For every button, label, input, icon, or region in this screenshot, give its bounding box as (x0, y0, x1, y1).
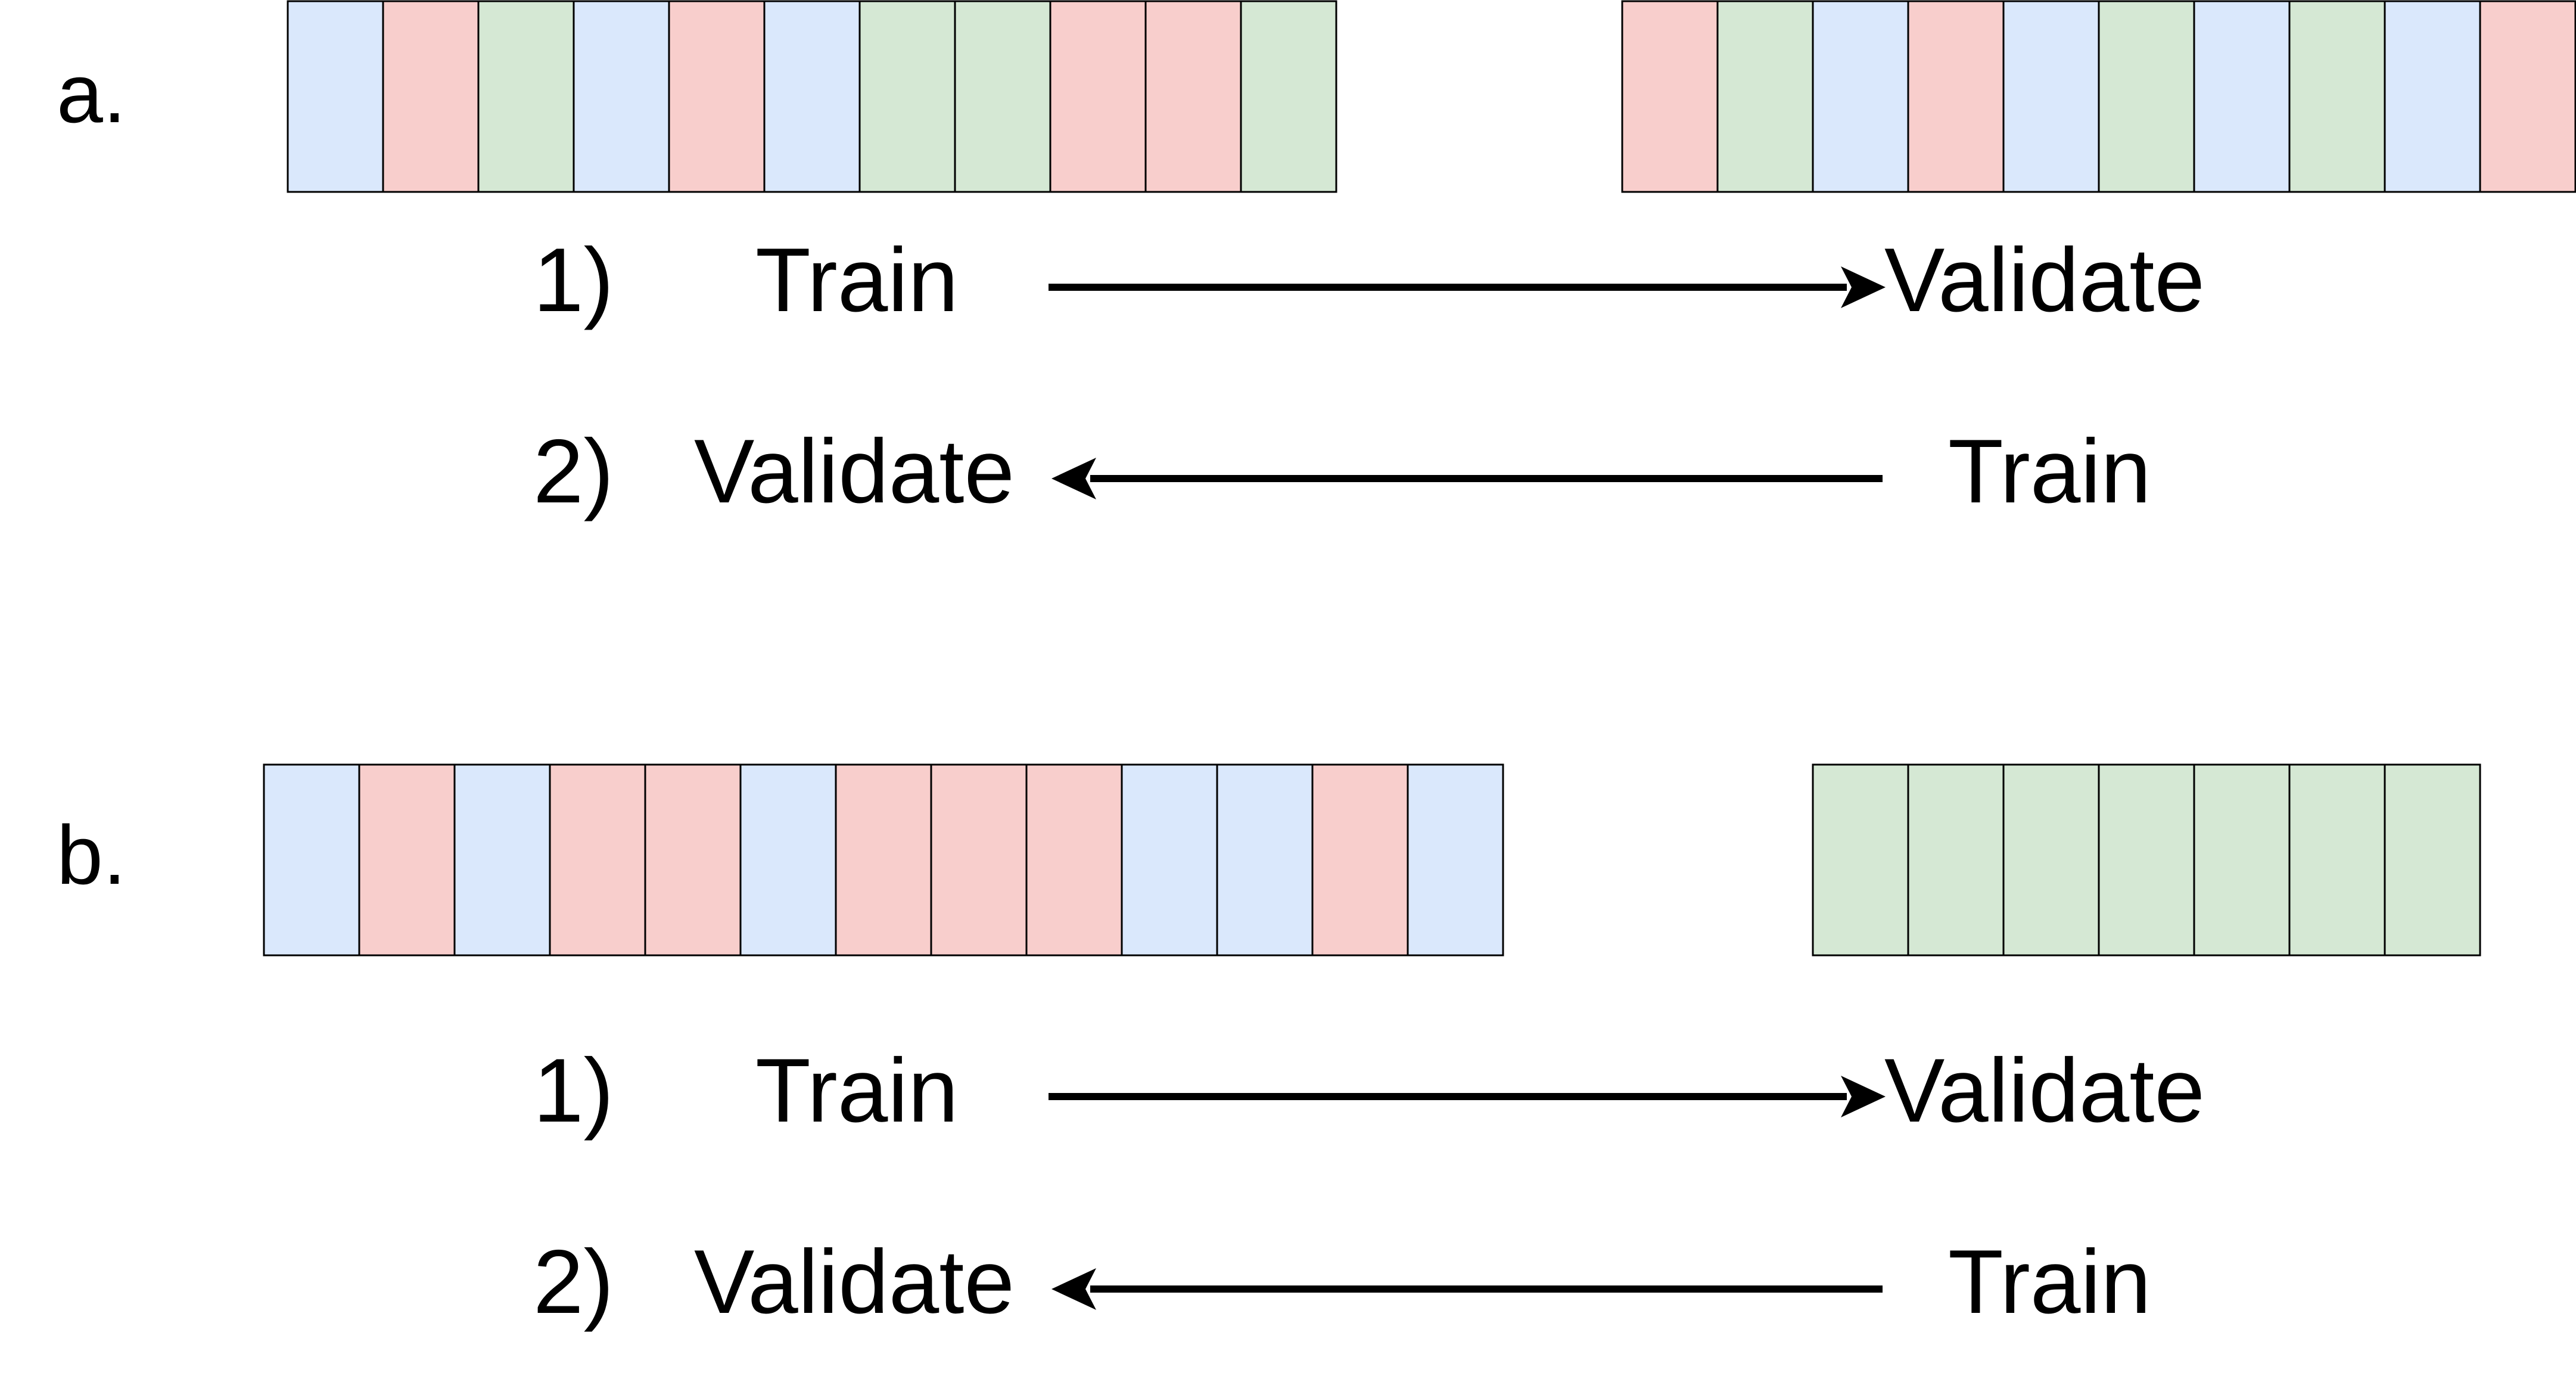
panel-b-right-cell-green (2098, 763, 2195, 957)
panel-a-left-cell-green (1240, 0, 1337, 193)
panel-a-step-2: 2) Validate Train (533, 421, 2151, 522)
panel-b-right-strip (1812, 763, 2481, 957)
panel-a-left-cell-blue (573, 0, 670, 193)
panel-b-step-2-left-label: Validate (694, 1231, 1015, 1333)
panel-b-right-cell-green (2193, 763, 2291, 957)
panel-a-left-cell-red (668, 0, 766, 193)
panel-a-right-cell-green (1716, 0, 1814, 193)
panel-a-step-1-arrowhead-icon (1841, 266, 1886, 308)
panel-b-step-1: 1) Train Validate (533, 1040, 2205, 1141)
panel-a-left-cell-green (477, 0, 575, 193)
panel-b-left-cell-red (1025, 763, 1123, 957)
panel-a-left-cell-red (382, 0, 480, 193)
panel-b-left-cell-red (835, 763, 932, 957)
panel-a-right-cell-red (2479, 0, 2576, 193)
panel-b-step-1-left-label: Train (755, 1040, 959, 1141)
panel-b-right-cell-green (2002, 763, 2100, 957)
panel-a-step-1-number: 1) (533, 229, 614, 331)
panel-b-right-cell-green (2288, 763, 2386, 957)
panel-a-left-cell-blue (287, 0, 384, 193)
panel-a-right-cell-blue (1812, 0, 1909, 193)
panel-a-right-cell-red (1907, 0, 2005, 193)
panel-b: b. 1) Train Validate 2) Validate Train (57, 763, 2481, 1333)
panel-a-right-cell-blue (2193, 0, 2291, 193)
panel-a-letter: a. (57, 46, 126, 140)
panel-b-left-cell-blue (1216, 763, 1314, 957)
panel-a-left-strip (287, 0, 1337, 193)
panel-a-right-cell-blue (2002, 0, 2100, 193)
panel-b-left-cell-blue (1121, 763, 1218, 957)
panel-b-left-cell-red (930, 763, 1028, 957)
panel-a-step-2-arrowhead-icon (1051, 458, 1096, 499)
panel-a-left-cell-red (1144, 0, 1242, 193)
panel-a-step-1-left-label: Train (755, 229, 959, 331)
panel-a-left-cell-red (1049, 0, 1147, 193)
panel-b-left-cell-blue (453, 763, 551, 957)
panel-b-left-cell-blue (263, 763, 360, 957)
panel-a-right-cell-green (2288, 0, 2386, 193)
panel-a-step-2-right-label: Train (1948, 421, 2151, 522)
panel-a-left-cell-green (954, 0, 1051, 193)
panel-b-left-cell-red (358, 763, 456, 957)
panel-b-left-cell-red (1311, 763, 1409, 957)
panel-a-left-cell-blue (763, 0, 861, 193)
panel-a-left-cell-green (858, 0, 956, 193)
panel-a-right-cell-green (2098, 0, 2195, 193)
panel-b-step-2-arrowhead-icon (1051, 1268, 1096, 1310)
panel-b-left-cell-red (549, 763, 646, 957)
panel-b-right-cell-green (1812, 763, 1909, 957)
panel-a-step-2-left-label: Validate (694, 421, 1015, 522)
panel-b-step-2-number: 2) (533, 1231, 614, 1333)
panel-b-left-strip (263, 763, 1504, 957)
panel-b-left-cell-blue (739, 763, 837, 957)
panel-b-letter: b. (57, 808, 126, 902)
panel-b-right-cell-green (2384, 763, 2481, 957)
panel-a-step-1-right-label: Validate (1884, 229, 2205, 331)
panel-a-right-strip (1621, 0, 2576, 193)
panel-a-step-2-number: 2) (533, 421, 614, 522)
panel-b-step-1-arrowhead-icon (1841, 1076, 1886, 1117)
panel-b-step-2: 2) Validate Train (533, 1231, 2151, 1333)
panel-b-left-cell-blue (1407, 763, 1504, 957)
panel-a-right-cell-blue (2384, 0, 2481, 193)
panel-a-right-cell-red (1621, 0, 1719, 193)
panel-a-step-1: 1) Train Validate (533, 229, 2205, 331)
panel-a: a. 1) Train Validate 2) Validate Train (57, 0, 2576, 522)
panel-b-step-2-right-label: Train (1948, 1231, 2151, 1333)
panel-b-step-1-number: 1) (533, 1040, 614, 1141)
panel-b-left-cell-red (644, 763, 742, 957)
panel-b-step-1-right-label: Validate (1884, 1040, 2205, 1141)
panel-b-right-cell-green (1907, 763, 2005, 957)
